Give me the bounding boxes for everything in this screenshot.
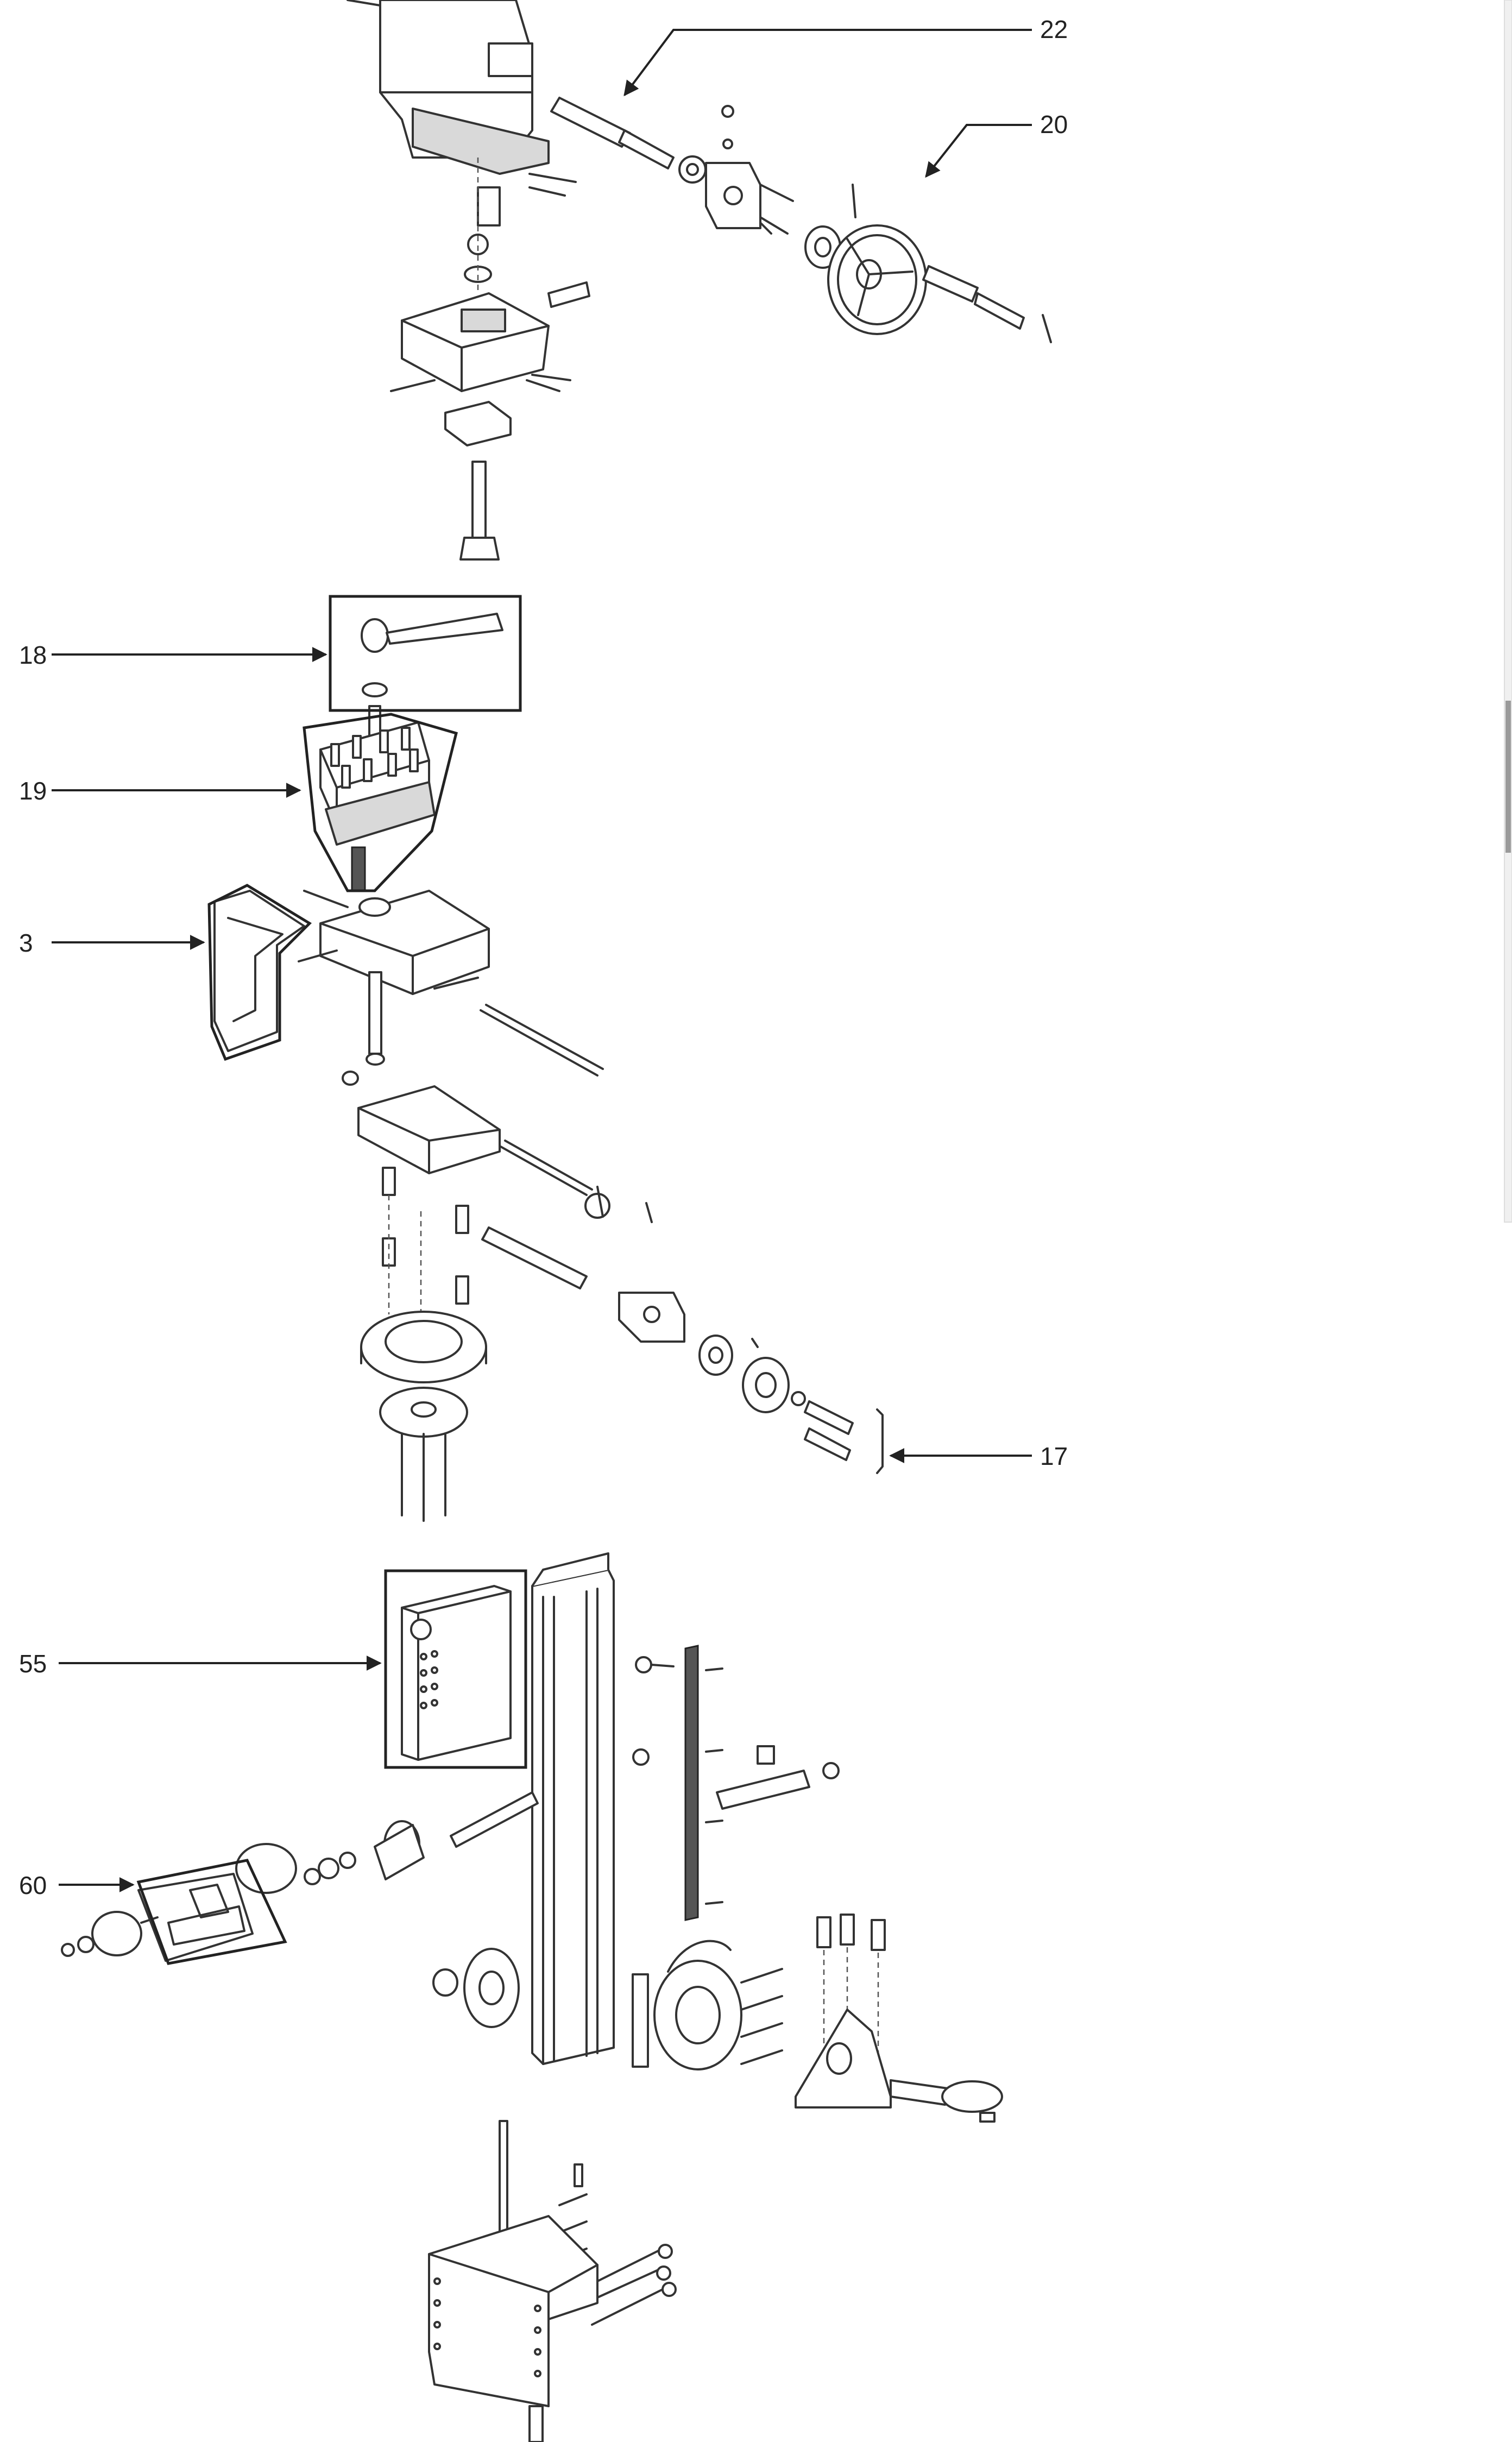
top-slide-assembly <box>346 0 1052 561</box>
column-head-base-assembly <box>61 1552 1003 2123</box>
page-edge-mark <box>1505 701 1511 853</box>
callout-box-19 <box>303 713 458 892</box>
callout-box-60 <box>136 1859 287 1965</box>
callout-18: 18 <box>19 595 522 712</box>
callout-box-55 <box>384 1569 527 1769</box>
callout-label-22: 22 <box>1040 15 1068 43</box>
callout-55: 55 <box>19 1569 527 1769</box>
callout-label-17: 17 <box>1040 1442 1068 1470</box>
callout-box-3 <box>207 884 312 1061</box>
base-assembly <box>428 2120 677 2442</box>
callout-label-20: 20 <box>1040 110 1068 139</box>
callout-3: 3 <box>19 884 312 1061</box>
toolpost-carriage-assembly <box>213 613 884 1522</box>
page-edge-strip <box>1504 0 1512 1223</box>
callout-label-60: 60 <box>19 1871 47 1899</box>
callout-box-18 <box>329 595 522 712</box>
callout-label-19: 19 <box>19 777 47 805</box>
callout-label-3: 3 <box>19 929 33 957</box>
callout-60: 60 <box>19 1859 287 1965</box>
callout-17: 17 <box>889 1442 1068 1470</box>
callout-label-55: 55 <box>19 1650 47 1678</box>
callout-20: 20 <box>925 110 1068 178</box>
callout-19: 19 <box>19 713 458 892</box>
callout-22: 22 <box>623 15 1068 97</box>
callout-label-18: 18 <box>19 641 47 669</box>
